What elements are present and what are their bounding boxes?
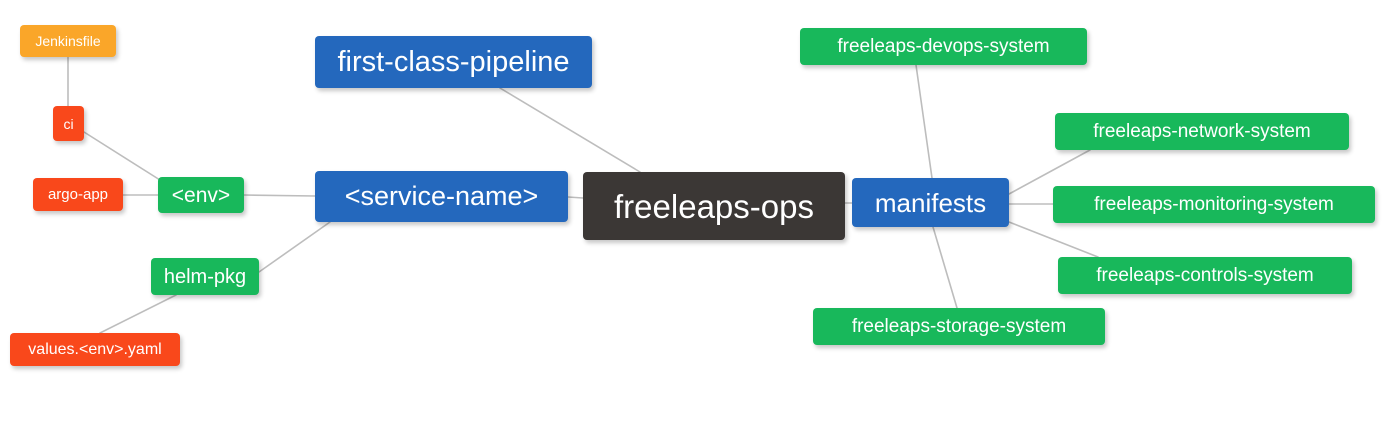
node-label-freeleaps-ops: freeleaps-ops [614,187,814,225]
node-label-manifests: manifests [874,187,987,218]
node-service-name[interactable]: <service-name> [315,171,568,222]
node-label-freeleaps-controls-system: freeleaps-controls-system [1096,265,1314,286]
node-argo-app[interactable]: argo-app [33,178,123,211]
node-jenkinsfile[interactable]: Jenkinsfile [20,25,116,57]
node-label-freeleaps-devops-system: freeleaps-devops-system [837,36,1050,57]
node-freeleaps-devops-system[interactable]: freeleaps-devops-system [800,28,1087,65]
node-ci[interactable]: ci [53,106,84,141]
node-freeleaps-monitoring-system[interactable]: freeleaps-monitoring-system [1053,186,1375,223]
node-env[interactable]: <env> [158,177,244,213]
node-label-first-class-pipeline: first-class-pipeline [337,45,570,78]
node-freeleaps-controls-system[interactable]: freeleaps-controls-system [1058,257,1352,294]
node-label-argo-app: argo-app [47,186,109,203]
node-first-class-pipeline[interactable]: first-class-pipeline [315,36,592,88]
node-label-freeleaps-network-system: freeleaps-network-system [1093,121,1311,142]
node-label-jenkinsfile: Jenkinsfile [35,33,101,49]
node-manifests[interactable]: manifests [852,178,1009,227]
edge-ci-to-env [83,131,161,181]
edge-env-to-service-name [243,194,316,197]
node-label-values-yaml: values.<env>.yaml [28,340,162,358]
node-label-ci: ci [63,115,74,132]
node-values-yaml[interactable]: values.<env>.yaml [10,333,180,366]
edge-service-name-to-helm-pkg [258,221,331,273]
node-freeleaps-network-system[interactable]: freeleaps-network-system [1055,113,1349,150]
node-helm-pkg[interactable]: helm-pkg [151,258,259,295]
edge-manifests-to-freeleaps-storage-system [932,226,958,309]
node-label-service-name: <service-name> [344,181,539,211]
node-label-freeleaps-monitoring-system: freeleaps-monitoring-system [1094,194,1334,215]
node-label-helm-pkg: helm-pkg [163,265,247,288]
node-freeleaps-ops[interactable]: freeleaps-ops [583,172,845,240]
edge-helm-pkg-to-values-yaml [99,294,177,334]
edge-manifests-to-freeleaps-devops-system [915,64,933,179]
edge-first-class-pipeline-to-freeleaps-ops [499,87,641,173]
node-label-env: <env> [171,183,231,207]
edge-service-name-to-freeleaps-ops [567,196,584,199]
node-freeleaps-storage-system[interactable]: freeleaps-storage-system [813,308,1105,345]
node-label-freeleaps-storage-system: freeleaps-storage-system [851,316,1067,337]
edge-manifests-to-freeleaps-controls-system [1008,221,1099,258]
